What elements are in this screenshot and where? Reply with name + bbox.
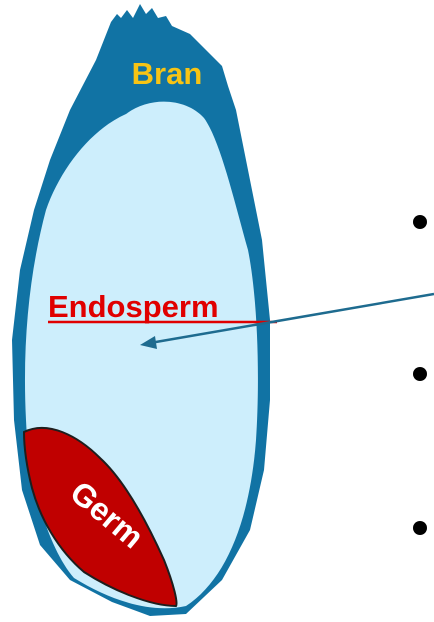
- bran-label: Bran: [132, 56, 203, 91]
- bullet-point: [413, 367, 427, 381]
- bullet-point: [413, 521, 427, 535]
- bullet-point: [413, 215, 427, 229]
- endosperm-label: Endosperm: [48, 289, 219, 324]
